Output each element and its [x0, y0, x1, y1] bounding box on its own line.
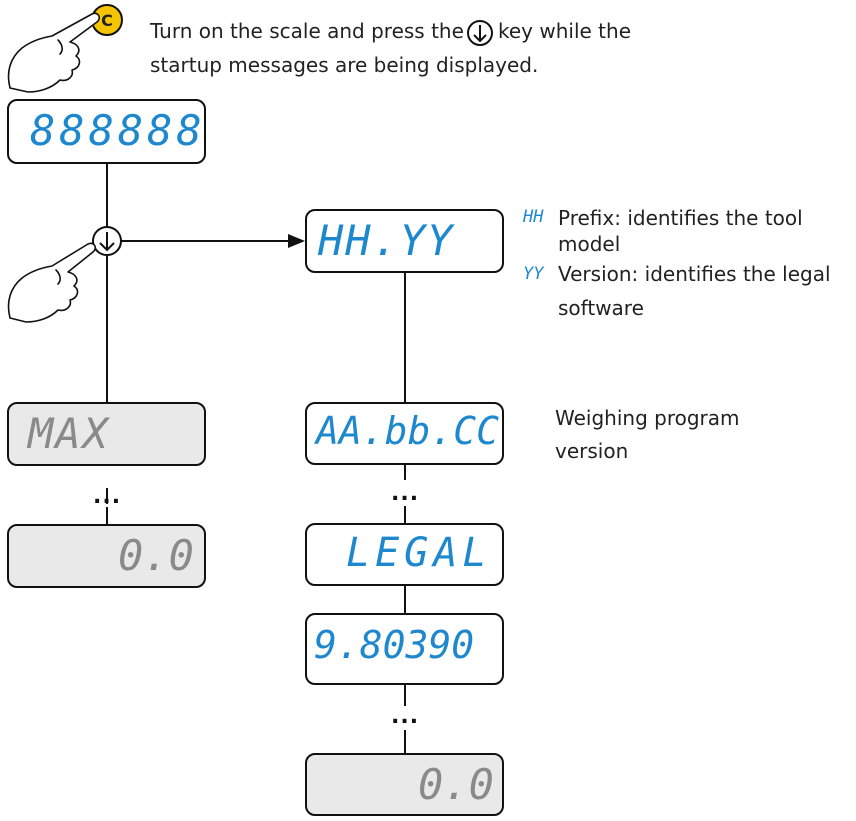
display-version-prefix: HH.YY: [318, 216, 455, 265]
display-legal: LEGAL: [346, 530, 492, 576]
instruction-line2: startup messages are being displayed.: [150, 53, 539, 77]
hand-pointer-icon: [7, 12, 100, 93]
legend-hh-text-1: Prefix: identifies the tool: [558, 206, 803, 230]
hand-pointer-icon: [7, 242, 96, 323]
display-panel-legal: [305, 523, 504, 586]
ellipsis-left: ...: [93, 484, 122, 509]
display-panel-all-segments: [7, 99, 206, 164]
legend-yy-text-2: software: [558, 296, 644, 320]
display-panel-version-prefix: [305, 209, 504, 273]
display-panel-gravity: [305, 613, 504, 685]
arrow-head: [288, 234, 305, 248]
instruction-line1-end: key while the: [498, 19, 631, 43]
display-zero-right: 0.0: [418, 760, 494, 809]
legend-hh-text-2: model: [558, 232, 621, 256]
display-program-version: AA.bb.CC: [316, 409, 500, 453]
program-note-line2: version: [555, 439, 629, 463]
display-panel-zero-left: [7, 524, 206, 588]
display-gravity: 9.80390: [314, 623, 475, 667]
display-max: MAX: [28, 409, 110, 458]
legend-yy-code: YY: [523, 264, 544, 284]
c-key-label: C: [101, 11, 113, 30]
display-all-segments: 888888: [30, 106, 206, 155]
ellipsis-right-1: ...: [391, 481, 420, 506]
instruction-line1-start: Turn on the scale and press the: [150, 19, 464, 43]
connector-lines: [106, 163, 406, 754]
legend-hh-code: HH: [523, 207, 544, 227]
arrow-down-key-icon: [92, 226, 122, 256]
arrow-down-key-inline-icon: [467, 20, 493, 46]
program-note-line1: Weighing program: [555, 406, 740, 430]
display-panel-program-version: [305, 402, 504, 465]
ellipsis-right-2: ...: [391, 704, 420, 729]
display-zero-left: 0.0: [118, 531, 194, 580]
display-panel-zero-right: [305, 753, 504, 816]
display-panel-max: [7, 402, 206, 466]
legend-yy-text-1: Version: identifies the legal: [558, 262, 831, 286]
